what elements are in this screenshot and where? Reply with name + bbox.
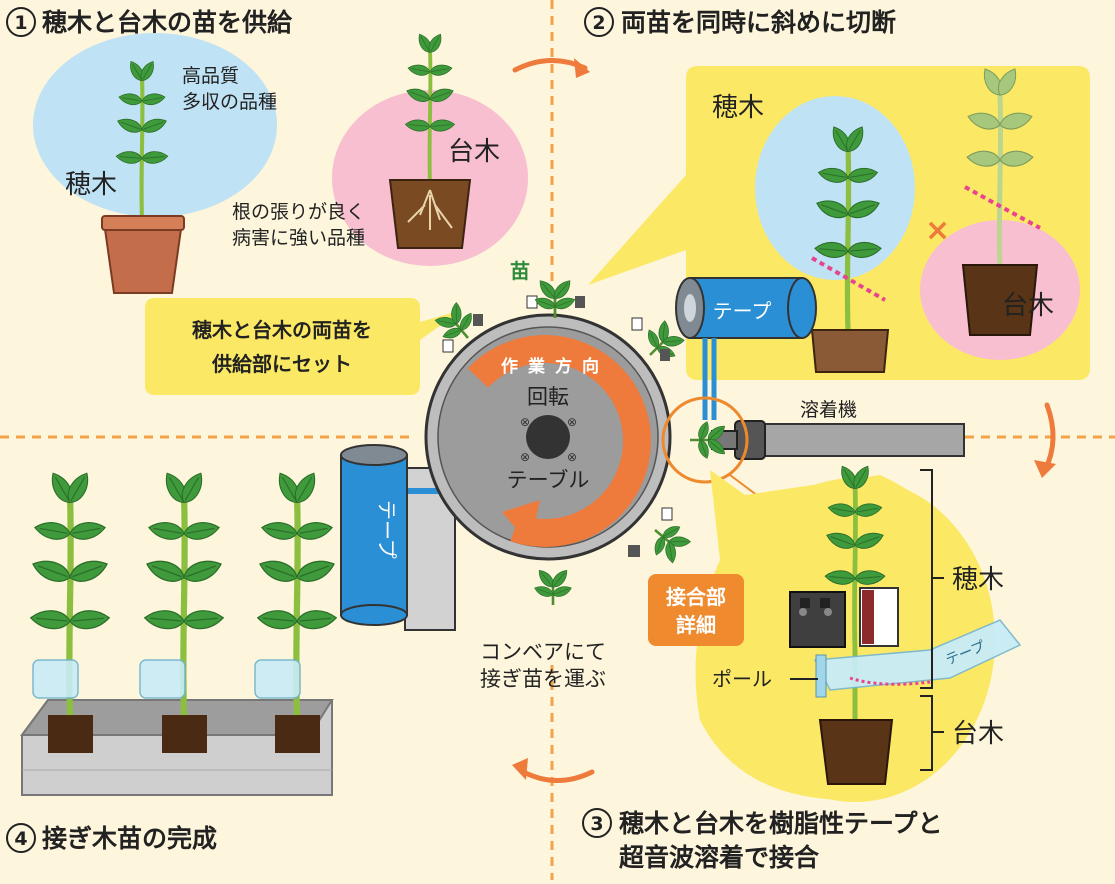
- supply-callout-line1: 穂木と台木の両苗を: [192, 318, 372, 342]
- table-label-2: テーブル: [507, 468, 590, 492]
- detail-magnifier: [661, 396, 749, 484]
- step-2-number: 2: [592, 12, 605, 34]
- welder: 溶着機: [711, 399, 965, 460]
- tape-left-label: テープ: [375, 500, 399, 559]
- step-3-title-2: 超音波溶着で接合: [619, 843, 820, 872]
- rootstock-pot-plant: [388, 32, 472, 249]
- step-1: 1 穂木と台木の苗を供給: [6, 7, 293, 37]
- cut-scion-label: 穂木: [712, 93, 764, 123]
- cut-rootstock-label: 台木: [1002, 291, 1054, 321]
- conveyor-label-1: コンベアにて: [480, 640, 606, 664]
- direction-label: 作業方向: [501, 356, 609, 377]
- tape-roll-top: テープ: [675, 277, 817, 420]
- step-1-title: 穂木と台木の苗を供給: [42, 8, 293, 37]
- scion-pot-plant: [101, 59, 185, 294]
- table-seedlings: [429, 277, 728, 605]
- scion-note-1: 高品質: [182, 65, 239, 87]
- finished-seedlings: [20, 469, 337, 796]
- badge-line1: 接合部: [666, 585, 726, 609]
- pole-label: ポール: [712, 667, 772, 691]
- rotary-table: ⊗ ⊗ ⊗ ⊗ 回転 テーブル 作業方向: [424, 313, 672, 561]
- step-3-number: 3: [590, 813, 603, 835]
- detail-scion-label: 穂木: [952, 565, 1004, 595]
- table-label-1: 回転: [527, 385, 569, 409]
- step-3: 3 穂木と台木を樹脂性テープと 超音波溶着で接合: [582, 808, 943, 872]
- detail-rootstock-label: 台木: [952, 719, 1004, 749]
- flow-arrows: [512, 57, 1056, 783]
- svg-text:⊗: ⊗: [520, 415, 530, 429]
- step-4-title: 接ぎ木苗の完成: [42, 824, 217, 853]
- scion-label: 穂木: [65, 170, 117, 200]
- step-2-title: 両苗を同時に斜めに切断: [621, 8, 896, 37]
- tape-top-label: テープ: [713, 299, 772, 323]
- step-2: 2 両苗を同時に斜めに切断: [584, 7, 896, 37]
- svg-text:⊗: ⊗: [567, 415, 577, 429]
- badge-line2: 詳細: [676, 613, 716, 637]
- joint-detail-badge: 接合部 詳細: [648, 574, 744, 646]
- supply-callout: 穂木と台木の両苗を 供給部にセット: [145, 298, 462, 395]
- rootstock-note-1: 根の張りが良く: [232, 201, 365, 223]
- step-4-number: 4: [14, 828, 27, 850]
- step-3-title-1: 穂木と台木を樹脂性テープと: [619, 809, 943, 838]
- rootstock-label: 台木: [448, 137, 500, 167]
- cross-mark-icon: ×: [925, 213, 950, 248]
- step-1-number: 1: [14, 12, 27, 34]
- supply-callout-line2: 供給部にセット: [211, 352, 352, 376]
- step-4: 4 接ぎ木苗の完成: [6, 823, 217, 853]
- arrow-left-icon: [517, 767, 595, 783]
- scion-note-2: 多収の品種: [182, 91, 277, 113]
- joint-detail: [695, 463, 1022, 802]
- svg-text:⊗: ⊗: [520, 450, 530, 464]
- seedling-label: 苗: [510, 259, 530, 283]
- rootstock-note-2: 病害に強い品種: [232, 227, 365, 249]
- svg-text:⊗: ⊗: [567, 450, 577, 464]
- welder-label: 溶着機: [800, 399, 857, 421]
- conveyor-label-2: 接ぎ苗を運ぶ: [480, 667, 606, 691]
